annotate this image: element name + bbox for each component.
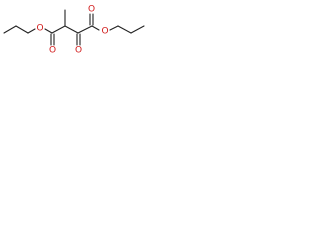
bond-ethyl-right-ch2 <box>117 25 132 34</box>
chemical-structure: O O O O O <box>3 5 145 56</box>
atom-labels: O O O O O <box>36 5 108 56</box>
bond-carbonyl-methine <box>51 25 66 34</box>
bond-ethyl-right-ch3 <box>130 25 145 34</box>
atom-o-ester-right: O <box>101 27 108 37</box>
bond-skeleton <box>3 9 145 46</box>
bond-o-carbonyl-left <box>44 28 53 34</box>
bond-o-ethyl-right <box>109 25 119 31</box>
atom-o-ester-left: O <box>36 24 43 34</box>
atom-o-keto: O <box>75 46 82 56</box>
bond-ethyl-left-o <box>27 28 36 34</box>
bond-methine-keto <box>64 25 79 34</box>
bond-ethyl-left-ch2 <box>15 25 29 34</box>
atom-o-carbonyl-left: O <box>49 46 56 56</box>
atom-o-carbonyl-right: O <box>88 5 95 15</box>
bond-carbonyl-right-o <box>91 25 100 31</box>
bond-keto-carbonyl-right <box>77 25 93 34</box>
bond-ethyl-left-ch3 <box>3 25 17 34</box>
